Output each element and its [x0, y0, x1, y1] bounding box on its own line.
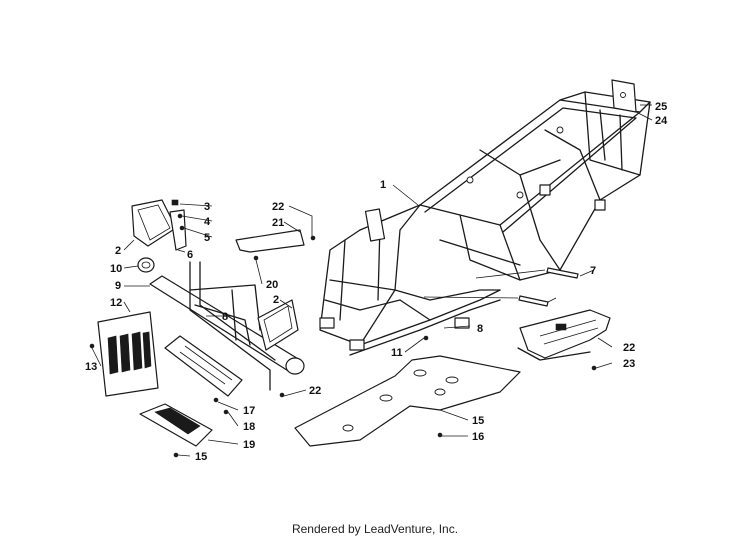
callout-3: 3	[204, 201, 210, 213]
skid-plate[interactable]	[294, 355, 521, 447]
front-grille[interactable]	[97, 311, 159, 397]
callout-22-bottom: 22	[309, 385, 321, 397]
callout-18: 19	[243, 439, 255, 451]
callout-8-right: 8	[477, 323, 483, 335]
callout-8-left: 8	[222, 311, 228, 323]
headlight-right[interactable]	[257, 299, 299, 351]
callout-14: 15	[472, 415, 484, 427]
callout-15-left: 15	[195, 451, 207, 463]
callout-23: 24	[655, 115, 668, 127]
headlight-left[interactable]	[131, 199, 177, 247]
callout-17: 18	[243, 421, 255, 433]
callout-10: 10	[110, 263, 122, 275]
callout-2-upper: 2	[115, 245, 121, 257]
callout-15-right: 16	[472, 431, 484, 443]
callout-21: 22	[623, 342, 635, 354]
render-credit: Rendered by LeadVenture, Inc.	[291, 522, 459, 536]
callout-1: 1	[380, 179, 386, 191]
screw-3[interactable]	[171, 199, 179, 206]
callout-13: 13	[85, 361, 97, 373]
support-bracket[interactable]	[235, 229, 305, 253]
front-bumper[interactable]	[149, 261, 305, 391]
fastener-dots	[89, 213, 597, 458]
callout-16: 17	[243, 405, 255, 417]
callout-24: 25	[655, 101, 667, 113]
callout-19: 21	[272, 217, 284, 229]
main-frame[interactable]	[319, 91, 651, 356]
callout-4: 4	[204, 216, 211, 228]
callout-22-top: 22	[272, 201, 284, 213]
callout-11: 11	[391, 347, 403, 359]
callout-2-lower: 2	[273, 294, 279, 306]
callout-20: 20	[266, 279, 278, 291]
tie-rod-25[interactable]	[518, 295, 549, 307]
callout-7: 7	[590, 265, 596, 277]
callout-6: 6	[187, 249, 193, 261]
leader-lines	[91, 104, 653, 457]
bulb-socket[interactable]	[137, 257, 155, 273]
callout-5: 5	[204, 232, 210, 244]
front-skid-panel[interactable]	[164, 335, 243, 397]
tie-rod-7[interactable]	[546, 267, 579, 279]
callout-12: 12	[110, 297, 122, 309]
callout-22-right: 23	[623, 358, 635, 370]
headlight-bracket[interactable]	[169, 209, 187, 251]
callout-labels: 1 25 24 3 4 5 6 2 10 9 12 13 22 21 20 2 …	[85, 101, 668, 463]
front-tow-plate[interactable]	[139, 403, 213, 447]
callout-9: 9	[115, 280, 121, 292]
footrest[interactable]	[517, 309, 611, 361]
rear-bracket-plate[interactable]	[611, 79, 637, 113]
